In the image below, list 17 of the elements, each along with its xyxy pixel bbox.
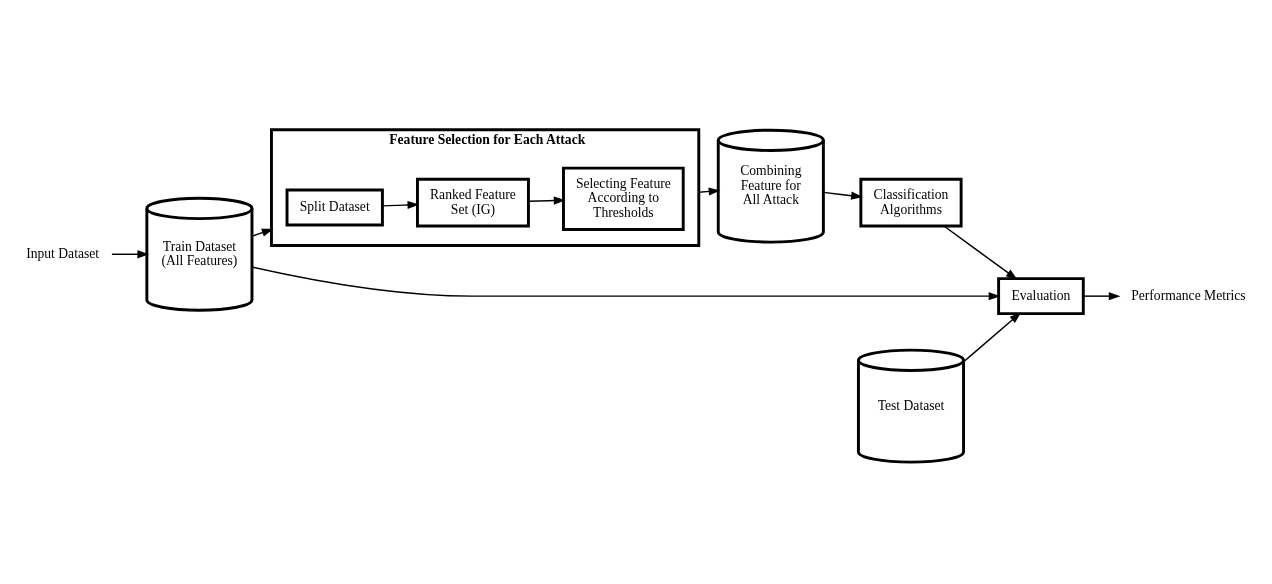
arrow [251,266,1001,301]
arrow [1082,292,1121,301]
node-text: Input Dataset [26,245,100,261]
arrow [822,191,863,200]
arrow [528,196,566,205]
node-box: Split Dataset [285,188,384,227]
node-text: Performance Metrics [1131,287,1246,303]
arrow [111,250,150,259]
node-box: Evaluation [997,277,1085,316]
node-box: Selecting Feature According to Thresholds [562,166,685,231]
arrow [962,312,1022,363]
node-box: Ranked Feature Set (IG) [416,177,530,228]
arrow [943,225,1018,280]
arrow [381,200,420,210]
arrow [698,187,721,196]
node-box: Classification Algorithms [859,177,963,228]
arrow [251,228,274,237]
